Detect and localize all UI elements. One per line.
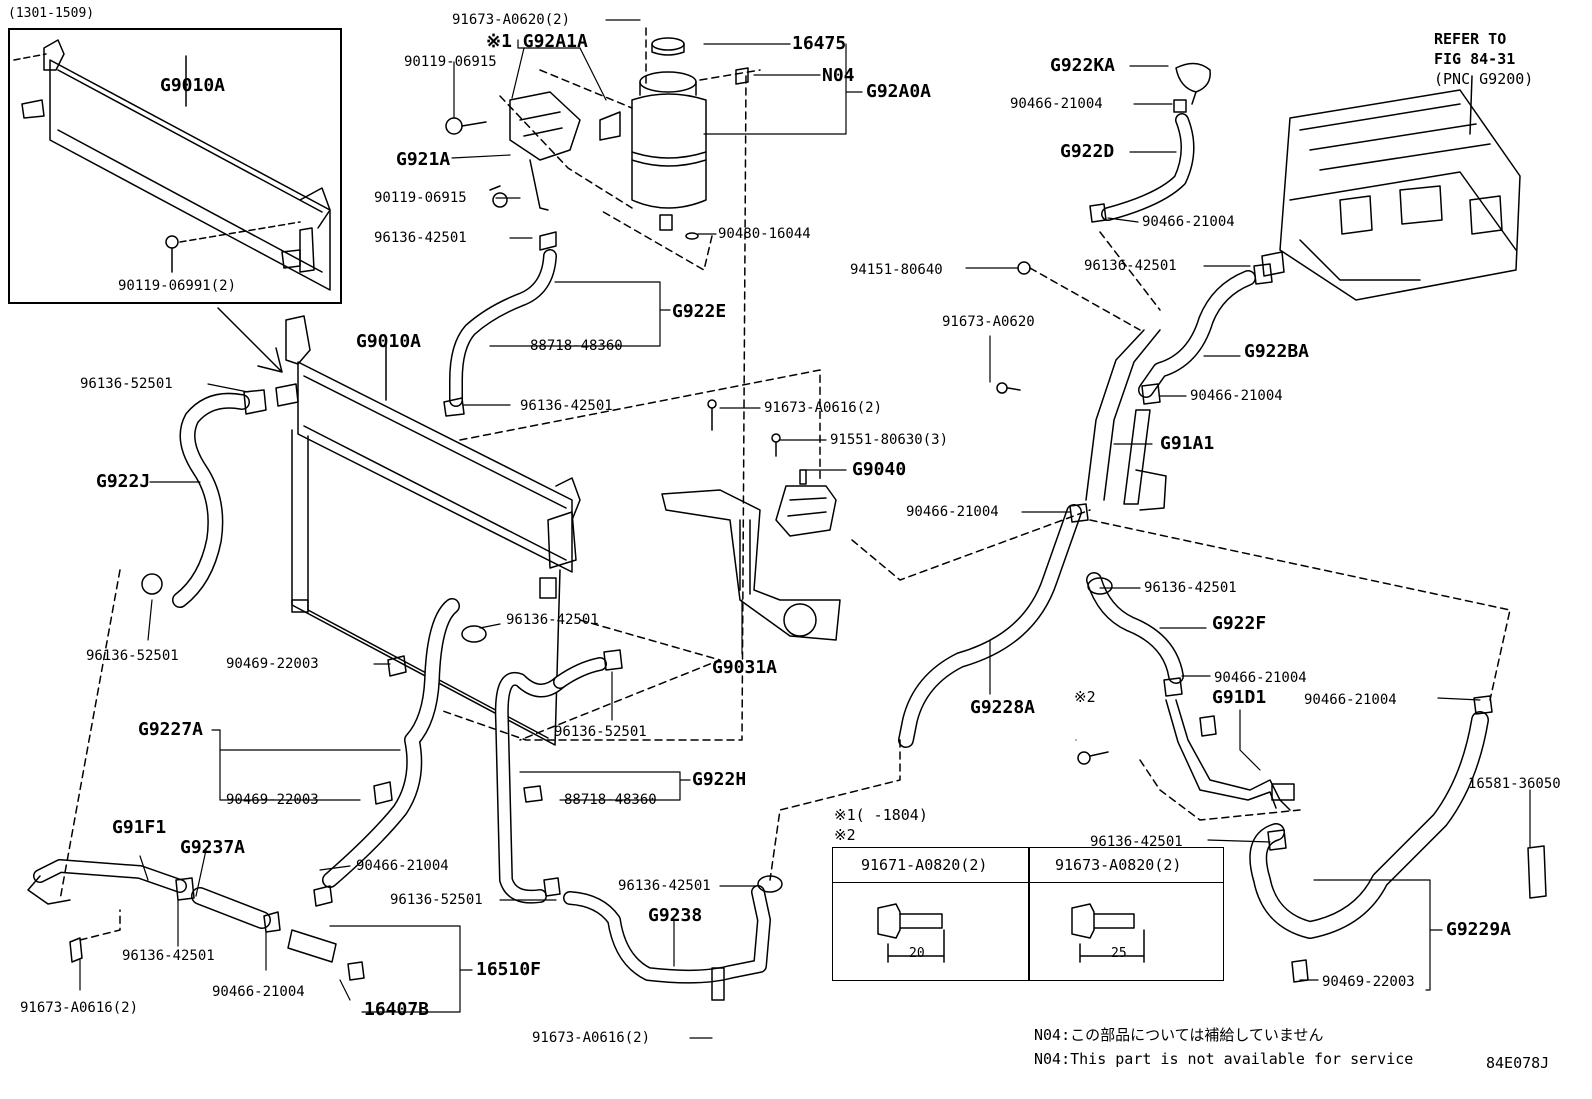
bracket-drawing	[445, 91, 581, 251]
part-label: 91673-A0620(2)	[452, 12, 571, 28]
part-label: G922D	[1060, 141, 1115, 162]
part-label: 90480-16044	[718, 226, 811, 242]
part-label: 90469-22003	[226, 656, 319, 672]
part-label: 96136-42501	[520, 398, 613, 414]
table-col2-header: 91673-A0820(2)	[1055, 856, 1182, 874]
part-label: 96136-42501	[374, 230, 467, 246]
refer-line1: REFER TO	[1434, 30, 1507, 48]
part-label: 96136-42501	[122, 948, 215, 964]
part-label: 91673-A0620	[942, 314, 1035, 330]
note-mark1: ※1( -1804)	[834, 806, 928, 824]
reservoir-drawing	[599, 37, 749, 240]
part-label: G91F1	[112, 817, 167, 838]
part-label: G92A0A	[866, 81, 932, 102]
pipe-g91d1	[1175, 699, 1291, 811]
part-label: G922F	[1212, 613, 1267, 634]
table-col2-dimension: 25	[1111, 946, 1127, 961]
part-label: 90119-06991(2)	[118, 278, 237, 294]
part-label: 96136-42501	[618, 878, 711, 894]
table-col1-header: 91671-A0820(2)	[861, 856, 988, 874]
part-label: 96136-52501	[86, 648, 179, 664]
part-label: G9031A	[712, 657, 778, 678]
part-label: 96136-42501	[1090, 834, 1183, 850]
note-mark2: ※2	[834, 826, 856, 844]
inset-frame	[8, 28, 342, 304]
part-label: ※1 G92A1A	[486, 31, 588, 52]
pipe-g91a1	[1085, 329, 1161, 501]
inset-arrow	[217, 307, 283, 373]
part-label: 90119-06915	[404, 54, 497, 70]
part-label: G922KA	[1050, 55, 1116, 76]
part-label: 90466-21004	[356, 858, 449, 874]
table-col1-dimension: 20	[909, 946, 925, 961]
inset-range-label: (1301-1509)	[8, 6, 95, 21]
part-label: 96136-52501	[554, 724, 647, 740]
part-label: 96136-42501	[1144, 580, 1237, 596]
part-label: 94151-80640	[850, 262, 943, 278]
part-label: G922E	[672, 301, 727, 322]
part-label: 90466-21004	[1190, 388, 1283, 404]
part-label: 96136-52501	[390, 892, 483, 908]
part-label: 91673-A0616(2)	[532, 1030, 651, 1046]
table-bolt-drawings	[877, 903, 1145, 963]
part-label: 96136-42501	[1084, 258, 1177, 274]
refer-line2: FIG 84-31	[1434, 50, 1516, 68]
figure-code: 84E078J	[1486, 1054, 1550, 1072]
part-label: 16475	[792, 33, 847, 54]
part-label: 96136-52501	[80, 376, 173, 392]
main-radiator-drawing	[275, 315, 581, 746]
part-label: 91673-A0616(2)	[764, 400, 883, 416]
part-label: G9010A	[356, 331, 422, 352]
note-n04-english: N04:This part is not available for servi…	[1034, 1050, 1414, 1068]
part-label: 90466-21004	[1304, 692, 1397, 708]
callout-mark2: ※2	[1074, 688, 1096, 706]
part-label: G9229A	[1446, 919, 1512, 940]
part-label: 88718-48360	[530, 338, 623, 354]
part-label: G9237A	[180, 837, 246, 858]
part-label: G921A	[396, 149, 451, 170]
water-pump-drawing	[661, 399, 841, 641]
part-label: 91551-80630(3)	[830, 432, 949, 448]
part-label: G922H	[692, 769, 747, 790]
part-label: G9010A	[160, 75, 226, 96]
part-label: G922BA	[1244, 341, 1310, 362]
part-label: 90466-21004	[212, 984, 305, 1000]
part-label: 16510F	[476, 959, 542, 980]
part-label: G91D1	[1212, 687, 1267, 708]
part-label: 88718-48360	[564, 792, 657, 808]
part-label: 90466-21004	[1010, 96, 1103, 112]
phantom-lines	[59, 27, 1511, 941]
hose-g922e-fill	[450, 250, 556, 406]
part-label: G91A1	[1160, 433, 1215, 454]
part-label: G9227A	[138, 719, 204, 740]
inset-radiator-drawing	[13, 39, 331, 291]
part-label: N04	[822, 65, 855, 86]
part-label: 90119-06915	[374, 190, 467, 206]
part-label: 16581-36050	[1468, 776, 1561, 792]
table-column-separator	[1028, 848, 1030, 980]
part-label: 91673-A0616(2)	[20, 1000, 139, 1016]
part-label: G9228A	[970, 697, 1036, 718]
note-n04-japanese: N04:この部品については補給していません	[1034, 1026, 1324, 1044]
part-label: 90466-21004	[1142, 214, 1235, 230]
part-label: 90466-21004	[1214, 670, 1307, 686]
refer-line3: (PNC G9200)	[1434, 70, 1534, 88]
part-label: 96136-42501	[506, 612, 599, 628]
part-label: 16407B	[364, 999, 430, 1020]
leader-lines	[79, 19, 1531, 1039]
part-label: 90469-22003	[1322, 974, 1415, 990]
part-label: G9040	[852, 459, 907, 480]
part-label: 90466-21004	[906, 504, 999, 520]
part-label: G9238	[648, 905, 703, 926]
part-label: 90469-22003	[226, 792, 319, 808]
fastener-table: 91671-A0820(2) 91673-A0820(2) 20 25	[832, 847, 1224, 981]
part-label: G922J	[96, 471, 151, 492]
inverter-drawing	[1261, 75, 1521, 301]
